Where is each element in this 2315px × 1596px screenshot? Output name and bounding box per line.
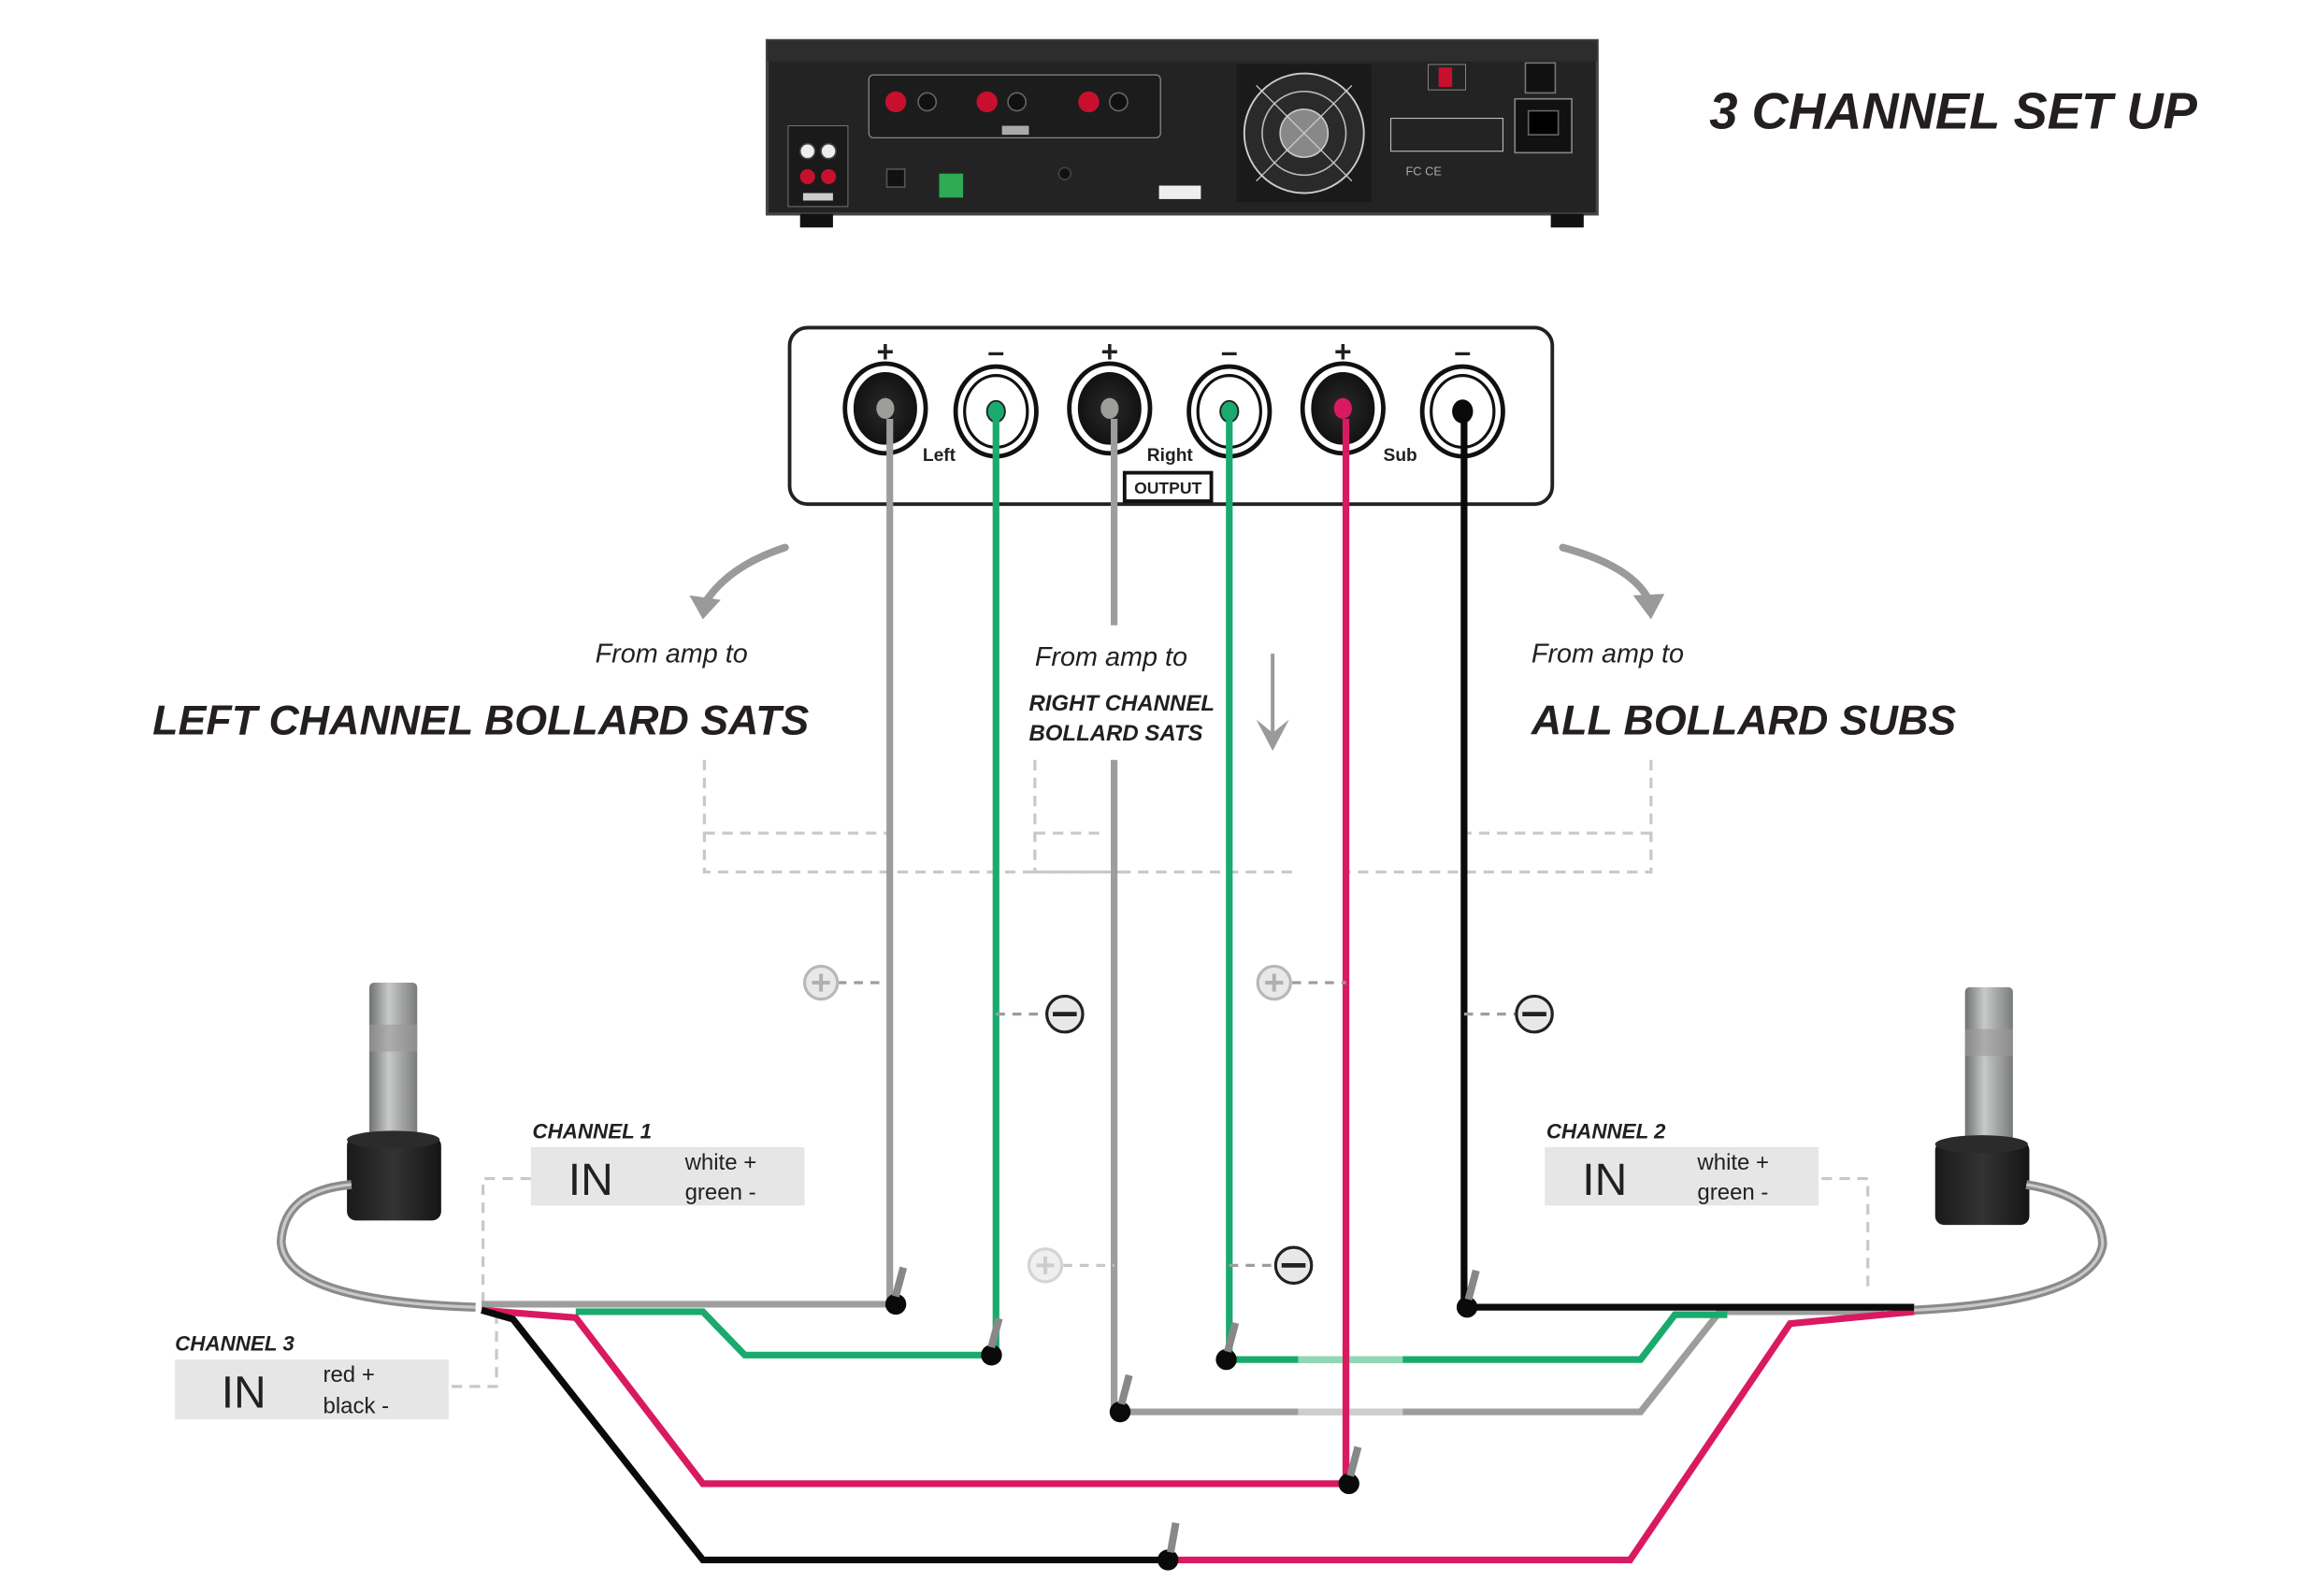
channel-3-in: IN <box>222 1368 266 1417</box>
page-title: 3 CHANNEL SET UP <box>1709 83 2197 140</box>
wire-nut-icon <box>884 1266 908 1316</box>
channel-1-line2: green - <box>685 1180 756 1205</box>
svg-text:FC CE: FC CE <box>1406 164 1442 178</box>
channel-3-title: CHANNEL 3 <box>175 1332 295 1356</box>
wire-nut-icon <box>981 1317 1003 1366</box>
polarity-markers <box>802 964 1554 1286</box>
right-label-prefix: From amp to <box>1035 642 1187 672</box>
minus-circle-icon <box>1463 994 1554 1034</box>
amplifier-rear-image: FC CE <box>765 38 1599 228</box>
dashed-guides <box>452 759 1870 1388</box>
plus-circle-icon <box>1256 964 1346 1001</box>
minus-circle-icon <box>1229 1245 1314 1286</box>
curved-arrow-left-icon <box>689 543 789 620</box>
right-label-name-line1: RIGHT CHANNEL <box>1028 691 1215 716</box>
terminal-left-plus <box>842 361 928 456</box>
terminal-right-minus <box>1186 364 1273 459</box>
plus-circle-icon <box>1027 1247 1114 1284</box>
terminal-right-plus <box>1067 361 1153 456</box>
channel-1-box <box>530 1146 805 1206</box>
wire-nut-icon <box>1109 1373 1133 1423</box>
wire-sub-plus-red <box>481 419 1350 1488</box>
channel-1-in: IN <box>568 1156 613 1205</box>
channel-2-in: IN <box>1582 1156 1627 1205</box>
channel-3-line2: black - <box>323 1394 389 1419</box>
wire-left-minus-green <box>575 419 999 1359</box>
minus-circle-icon <box>996 994 1085 1034</box>
channel-label-right: Right <box>1147 446 1194 466</box>
left-label-prefix: From amp to <box>596 640 748 669</box>
down-arrow-icon <box>1256 654 1289 752</box>
channel-3-box <box>175 1359 449 1420</box>
terminal-left-minus <box>953 364 1039 459</box>
channel-2-line1: white + <box>1696 1150 1769 1175</box>
channel-2-line2: green - <box>1697 1180 1768 1205</box>
bollard-speaker-left <box>276 983 476 1312</box>
bollard-speaker-right <box>1914 986 2107 1316</box>
terminal-sign-right-minus: – <box>1221 335 1238 368</box>
subs-label-name: ALL BOLLARD SUBS <box>1531 697 1956 744</box>
wire-right-minus-green <box>1226 419 1728 1363</box>
terminal-sub-plus <box>1300 361 1386 456</box>
wires <box>481 419 1915 1564</box>
channel-3-line1: red + <box>323 1362 374 1388</box>
curved-arrow-right-icon <box>1559 543 1665 620</box>
channel-1-title: CHANNEL 1 <box>532 1119 652 1143</box>
left-label-name: LEFT CHANNEL BOLLARD SATS <box>152 697 809 744</box>
wire-nut-icon <box>1215 1321 1240 1371</box>
channel-2-title: CHANNEL 2 <box>1546 1119 1666 1143</box>
right-label-name-line2: BOLLARD SATS <box>1028 721 1202 746</box>
wire-nut-icon <box>1456 1269 1480 1318</box>
terminal-sub-minus <box>1419 364 1505 459</box>
terminal-sign-sub-minus: – <box>1454 335 1471 368</box>
channel-1-line1: white + <box>684 1150 757 1175</box>
wire-nut-icon <box>1338 1445 1362 1495</box>
terminal-sign-right-plus: + <box>1100 335 1118 368</box>
output-label-box <box>1122 470 1214 503</box>
terminal-sign-sub-plus: + <box>1334 335 1352 368</box>
wire-nut-icon <box>1158 1522 1180 1571</box>
channel-label-sub: Sub <box>1384 446 1417 466</box>
subs-label-prefix: From amp to <box>1531 640 1684 669</box>
terminal-sign-left-plus: + <box>877 335 895 368</box>
plus-circle-icon <box>802 964 890 1001</box>
wire-nut-icons <box>884 1266 1480 1571</box>
terminal-sign-left-minus: – <box>987 335 1004 368</box>
output-label: OUTPUT <box>1134 479 1202 497</box>
channel-label-left: Left <box>923 446 956 466</box>
channel-2-box <box>1545 1146 1819 1206</box>
